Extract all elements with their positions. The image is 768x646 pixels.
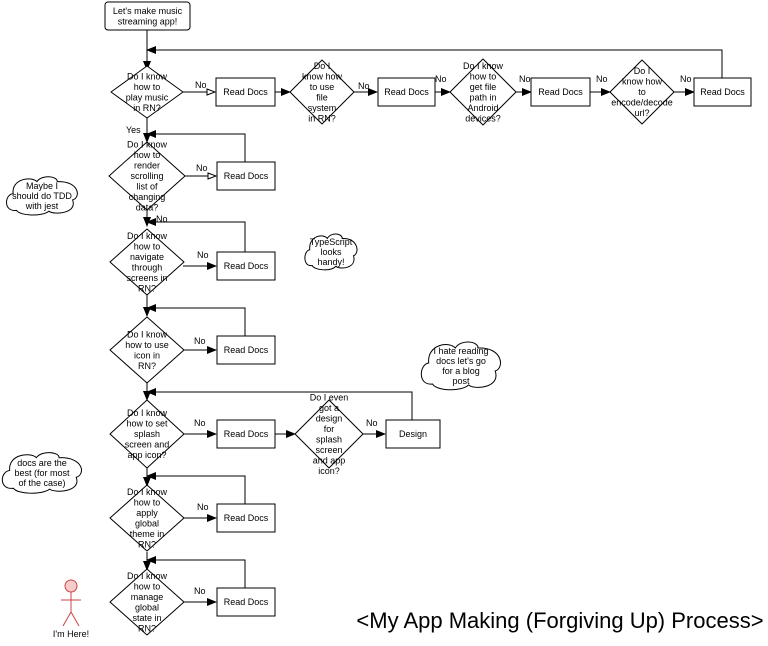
read-docs-splash[interactable]: Read Docs xyxy=(216,419,276,449)
label-fs-no: No xyxy=(358,81,370,91)
label-scroll-no: No xyxy=(196,163,208,173)
edge-rd-icon-loop xyxy=(146,304,246,336)
read-docs-file-system[interactable]: Read Docs xyxy=(377,77,436,107)
label-theme-no: No xyxy=(197,502,209,512)
diagram-title: <My App Making (Forgiving Up) Process> xyxy=(356,608,763,633)
edge-design-loop xyxy=(146,388,413,420)
read-docs-url-label: Read Docs xyxy=(700,87,745,97)
edge-rd-nav-loop xyxy=(146,218,246,252)
edge-rd-url-loop xyxy=(146,46,723,78)
edges-layer xyxy=(143,30,723,606)
label-state-no: No xyxy=(194,586,206,596)
label-splash-no: No xyxy=(194,418,206,428)
read-docs-theme[interactable]: Read Docs xyxy=(216,503,276,533)
read-docs-splash-label: Read Docs xyxy=(224,429,269,439)
read-docs-file-system-label: Read Docs xyxy=(384,87,429,97)
edge-rd-state-loop xyxy=(146,556,246,588)
label-url-no-b: No xyxy=(680,74,692,84)
actor-head xyxy=(64,579,78,593)
read-docs-state[interactable]: Read Docs xyxy=(216,587,276,617)
actor-right-leg xyxy=(70,611,80,627)
label-icon-no: No xyxy=(194,336,206,346)
stick-figure-actor xyxy=(61,579,81,627)
read-docs-icon[interactable]: Read Docs xyxy=(216,335,276,365)
read-docs-icon-label: Read Docs xyxy=(224,345,269,355)
read-docs-state-label: Read Docs xyxy=(224,597,269,607)
read-docs-url[interactable]: Read Docs xyxy=(693,77,752,107)
edge-rd-scroll-loop xyxy=(146,130,246,162)
label-play-no: No xyxy=(195,80,207,90)
actor-left-leg xyxy=(62,611,72,627)
design-node[interactable]: Design xyxy=(385,419,441,449)
read-docs-file-path[interactable]: Read Docs xyxy=(530,77,591,107)
read-docs-play-label: Read Docs xyxy=(223,87,268,97)
label-url-no-a: No xyxy=(596,74,608,84)
read-docs-navigation[interactable]: Read Docs xyxy=(216,251,276,281)
actor-label: I'm Here! xyxy=(53,629,89,639)
design-node-label: Design xyxy=(399,429,427,439)
edge-rd-theme-loop xyxy=(146,472,246,504)
read-docs-play[interactable]: Read Docs xyxy=(215,77,276,107)
read-docs-scrolling-label: Read Docs xyxy=(224,171,269,181)
read-docs-navigation-label: Read Docs xyxy=(224,261,269,271)
label-scroll-down-no: No xyxy=(156,214,168,224)
label-path-no-b: No xyxy=(519,74,531,84)
label-nav-no: No xyxy=(197,250,209,260)
read-docs-theme-label: Read Docs xyxy=(224,513,269,523)
read-docs-scrolling[interactable]: Read Docs xyxy=(216,161,276,191)
label-play-yes: Yes xyxy=(126,125,141,135)
label-design-no: No xyxy=(366,418,378,428)
read-docs-file-path-label: Read Docs xyxy=(538,87,583,97)
label-path-no-a: No xyxy=(435,74,447,84)
